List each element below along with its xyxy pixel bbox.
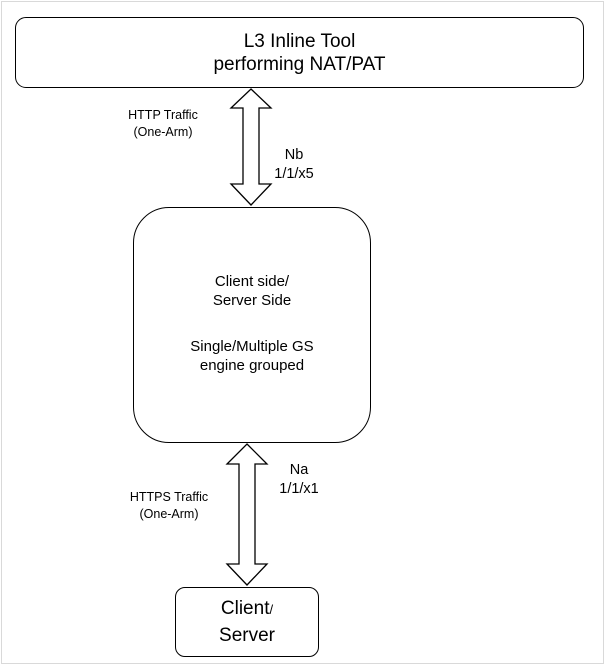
lower-double-arrow <box>225 443 269 586</box>
lower-port-label: Na 1/1/x1 <box>271 461 327 499</box>
upper-traffic-line1: HTTP Traffic <box>128 108 198 122</box>
lower-port-id: 1/1/x1 <box>279 481 319 497</box>
upper-port-label: Nb 1/1/x5 <box>266 146 322 184</box>
upper-double-arrow <box>229 88 273 206</box>
mid-box-line2: Server Side <box>212 292 292 309</box>
top-box-line2: performing NAT/PAT <box>213 53 386 75</box>
bottom-box-line1: Client/ <box>221 596 273 623</box>
upper-traffic-label: HTTP Traffic (One-Arm) <box>114 107 212 141</box>
bottom-box-word2: Server <box>219 624 275 646</box>
top-box-line1: L3 Inline Tool <box>243 30 356 52</box>
mid-box-line3: Single/Multiple GS <box>190 338 314 355</box>
bottom-box-separator: / <box>269 601 274 617</box>
gs-engine-box: Client side/ Server Side Single/Multiple… <box>133 207 371 443</box>
client-server-box: Client/ Server <box>175 587 319 657</box>
lower-port-name: Na <box>289 462 309 478</box>
mid-box-line1: Client side/ <box>214 273 290 290</box>
lower-traffic-line2: (One-Arm) <box>139 507 199 521</box>
mid-box-line4: engine grouped <box>199 357 305 374</box>
lower-traffic-label: HTTPS Traffic (One-Arm) <box>114 489 224 523</box>
upper-port-id: 1/1/x5 <box>274 166 314 182</box>
lower-traffic-line1: HTTPS Traffic <box>129 490 209 504</box>
l3-inline-tool-box: L3 Inline Tool performing NAT/PAT <box>15 17 584 88</box>
upper-traffic-line2: (One-Arm) <box>133 125 193 139</box>
upper-port-name: Nb <box>284 147 304 163</box>
bottom-box-word1: Client <box>220 597 270 619</box>
